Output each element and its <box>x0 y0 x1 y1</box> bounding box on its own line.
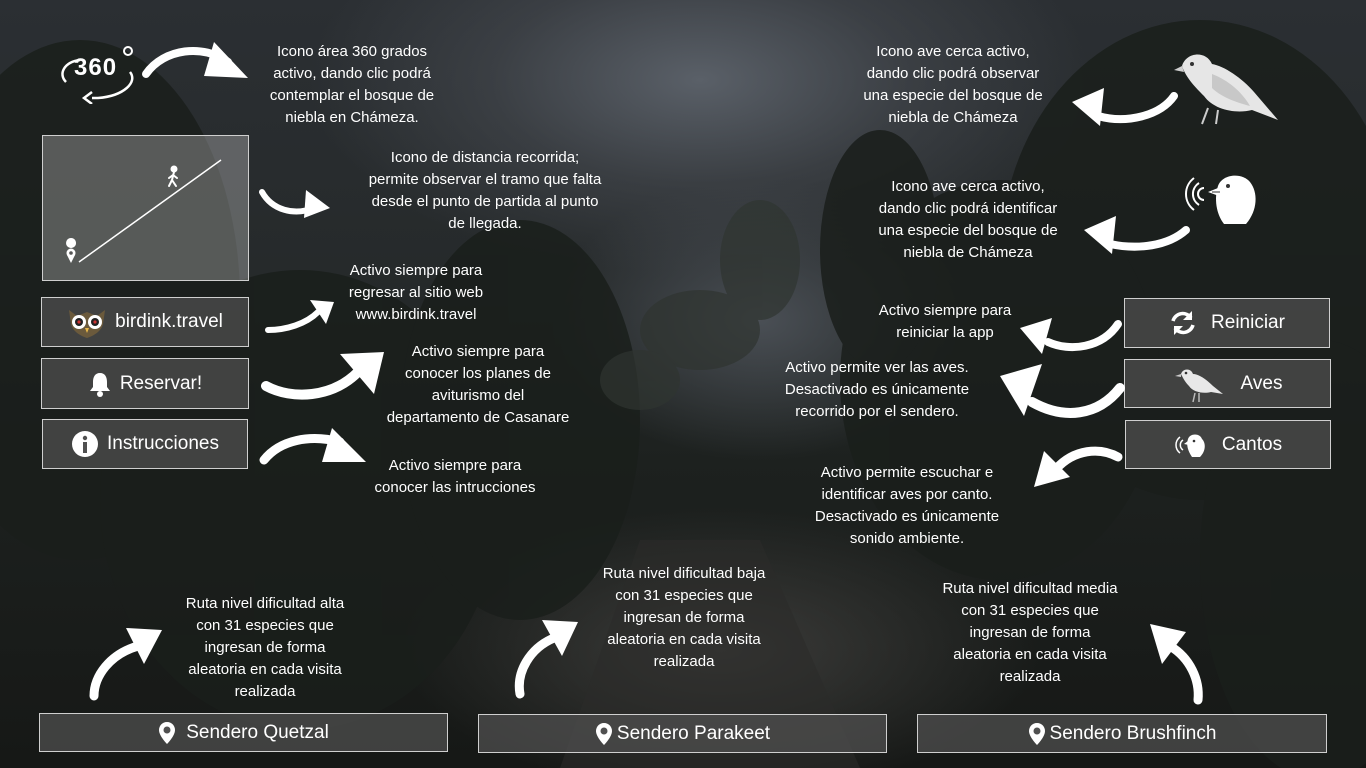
trail-parakeet-button[interactable]: Sendero Parakeet <box>478 714 887 753</box>
distance-map <box>42 135 249 281</box>
trail-brushfinch-button[interactable]: Sendero Brushfinch <box>917 714 1327 753</box>
birdink-button[interactable]: birdink.travel <box>41 297 249 347</box>
restart-label: Reiniciar <box>1211 312 1285 333</box>
arrow-bird-song <box>1084 216 1190 254</box>
trail-parakeet-label: Sendero Parakeet <box>616 722 771 744</box>
arrow-web <box>265 300 334 333</box>
arrow-quetzal <box>89 628 162 701</box>
reserve-label: Reservar! <box>119 372 203 394</box>
note-birds: Activo permite ver las aves.Desactivado … <box>784 359 970 420</box>
instructions-button[interactable]: Instrucciones <box>42 419 248 469</box>
trail-brushfinch-label: Sendero Brushfinch <box>1049 722 1217 744</box>
distance-map-icon <box>66 159 222 263</box>
location-pin-icon <box>595 722 612 745</box>
arrow-birds <box>1000 364 1125 418</box>
note-distance: Icono de distancia recorrida;permite obs… <box>368 149 602 232</box>
location-pin-icon <box>159 721 176 744</box>
songs-button[interactable]: Cantos <box>1125 420 1331 469</box>
arrow-360 <box>142 42 248 78</box>
birds-button[interactable]: Aves <box>1124 359 1331 408</box>
singing-bird-large-icon[interactable] <box>1184 172 1260 228</box>
360-view-icon <box>61 46 134 105</box>
bird-icon <box>1174 369 1223 402</box>
location-pin-icon <box>1028 722 1045 745</box>
songs-label: Cantos <box>1221 433 1283 455</box>
arrow-distance <box>259 189 330 218</box>
arrow-reserve <box>261 352 384 400</box>
arrow-songs <box>1034 446 1123 487</box>
reserve-button[interactable]: Reservar! <box>41 358 249 409</box>
360-label: 360 <box>74 54 118 81</box>
singing-bird-icon <box>1175 434 1205 457</box>
360-view-button[interactable]: 360 <box>58 44 138 105</box>
trail-quetzal-label: Sendero Quetzal <box>186 721 329 743</box>
arrow-parakeet <box>514 620 578 699</box>
bell-icon <box>89 372 110 397</box>
arrow-instructions <box>259 428 366 465</box>
info-icon <box>72 431 99 457</box>
bird-near-icon[interactable] <box>1172 48 1282 128</box>
arrow-brushfinch <box>1150 624 1203 705</box>
note-bird-song: Icono ave cerca activo,dando clic podrá … <box>878 178 1058 261</box>
note-bird-near: Icono ave cerca activo,dando clic podrá … <box>863 43 1043 126</box>
birdink-label: birdink.travel <box>115 311 223 332</box>
refresh-icon <box>1171 311 1195 335</box>
instructions-label: Instrucciones <box>107 433 219 454</box>
arrow-restart <box>1020 318 1122 354</box>
restart-button[interactable]: Reiniciar <box>1124 298 1330 348</box>
birds-label: Aves <box>1240 372 1283 394</box>
owl-logo-icon <box>69 310 106 338</box>
arrow-bird-near <box>1072 88 1178 126</box>
trail-quetzal-button[interactable]: Sendero Quetzal <box>39 713 448 752</box>
